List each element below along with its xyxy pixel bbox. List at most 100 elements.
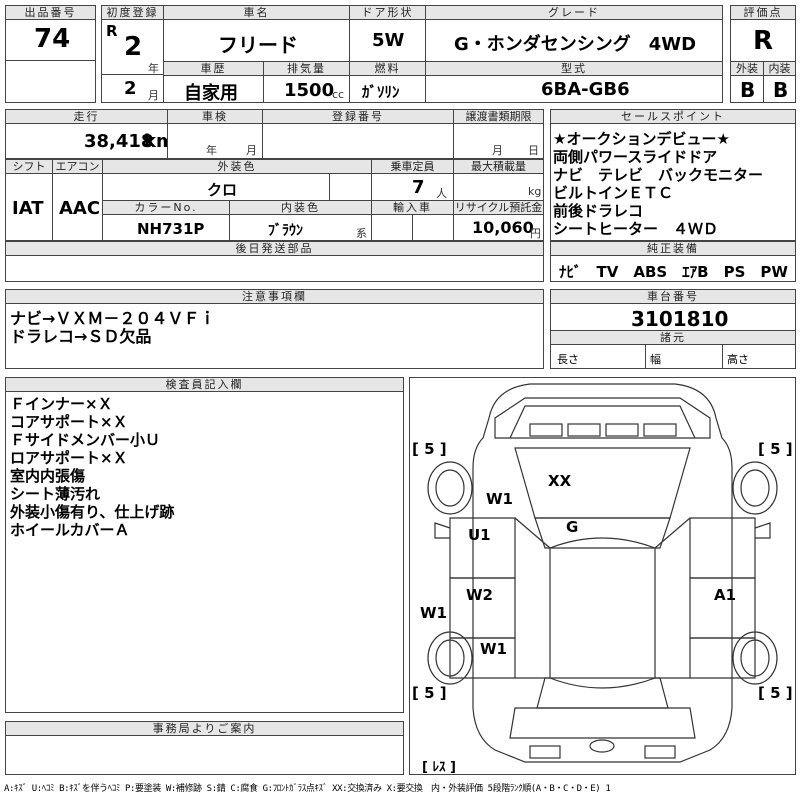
displacement: 1500 cc bbox=[263, 75, 350, 103]
note-line: ナビ→ＶＸＭ－２０４ＶＦｉ bbox=[10, 309, 216, 328]
recycle: 10,060 円 bbox=[453, 214, 544, 241]
specs-label: 諸元 bbox=[550, 330, 796, 345]
later-parts bbox=[5, 255, 544, 282]
later-parts-label: 後日発送部品 bbox=[5, 241, 544, 256]
chassis-label: 車台番号 bbox=[550, 289, 796, 304]
history: 自家用 bbox=[163, 75, 264, 104]
import bbox=[371, 214, 413, 241]
model-label: 型式 bbox=[425, 61, 723, 76]
capacity-label: 乗車定員 bbox=[371, 159, 454, 174]
equipment: ﾅﾋﾞ TV ABS ｴｱB PS PW bbox=[550, 255, 796, 282]
first-reg-year: R 2 年 bbox=[101, 19, 164, 75]
equipment-label: 純正装備 bbox=[550, 241, 796, 256]
car-diagram: [ 5 ] [ 5 ] [ 5 ] [ 5 ] XX G W1 U1 W2 W1… bbox=[409, 377, 796, 775]
damage-w1-top: W1 bbox=[486, 490, 513, 508]
score: R bbox=[730, 19, 796, 62]
reg-no-label: 登録番号 bbox=[262, 109, 454, 124]
displacement-label: 排気量 bbox=[263, 61, 350, 76]
inspector-line: ロアサポート×Ｘ bbox=[10, 449, 128, 467]
inspector-line: コアサポート×Ｘ bbox=[10, 413, 128, 431]
ext-score: B bbox=[730, 75, 764, 103]
selling-point: ★オークションデビュー★ bbox=[553, 130, 730, 148]
fuel: ｶﾞｿﾘﾝ bbox=[349, 75, 426, 103]
int-score-label: 内装 bbox=[763, 61, 796, 76]
office bbox=[5, 735, 404, 775]
tire-fl: [ 5 ] bbox=[412, 440, 447, 458]
inspector-line: 外装小傷有り、仕上げ跡 bbox=[10, 503, 175, 521]
selling-point: ビルトインＥＴＣ bbox=[553, 184, 674, 202]
inspector-line: シート薄汚れ bbox=[10, 485, 101, 503]
selling-points: ★オークションデビュー★ 両側パワースライドドア ナビ テレビ バックモニター … bbox=[550, 123, 796, 241]
damage-u1: U1 bbox=[468, 526, 491, 544]
int-color: ﾌﾞﾗｳﾝ 系 bbox=[229, 214, 372, 241]
first-reg-month: 2 月 bbox=[101, 74, 164, 103]
inspector-line: 室内内張傷 bbox=[10, 467, 86, 485]
chassis: 3101810 bbox=[550, 303, 796, 331]
inspector-notes: Ｆインナー×Ｘ コアサポート×Ｘ Ｆサイドメンバー小Ｕ ロアサポート×Ｘ 室内内… bbox=[5, 391, 404, 713]
tire-rr: [ 5 ] bbox=[758, 684, 793, 702]
ext-color: クロ bbox=[102, 173, 330, 201]
tire-fr: [ 5 ] bbox=[758, 440, 793, 458]
shift-label: シフト bbox=[5, 159, 53, 174]
mileage: 38,418 km bbox=[5, 123, 175, 159]
ext-score-label: 外装 bbox=[730, 61, 764, 76]
score-label: 評価点 bbox=[730, 5, 796, 20]
damage-xx: XX bbox=[548, 472, 572, 490]
selling-point: シートヒーター ４ＷＤ bbox=[553, 220, 719, 238]
ext-color-label: 外装色 bbox=[102, 159, 372, 174]
model: 6BA-GB6 bbox=[425, 75, 723, 103]
selling-point: 両側パワースライドドア bbox=[553, 148, 718, 166]
int-score: B bbox=[763, 75, 796, 103]
inspection-label: 車検 bbox=[167, 109, 263, 124]
spec-length: 長さ bbox=[550, 344, 646, 369]
notes: ナビ→ＶＸＭ－２０４ＶＦｉ ドラレコ→ＳＤ欠品 bbox=[5, 303, 544, 369]
note-line: ドラレコ→ＳＤ欠品 bbox=[10, 327, 152, 346]
tire-rl: [ 5 ] bbox=[412, 684, 447, 702]
legend: A:ｷｽﾞ U:ﾍｺﾐ B:ｷｽﾞを伴うﾍｺﾐ P:要塗装 W:補修跡 S:錆 … bbox=[4, 784, 611, 794]
color-no-label: カラーNo. bbox=[102, 200, 230, 215]
fuel-label: 燃料 bbox=[349, 61, 426, 76]
lot-number: 74 bbox=[5, 19, 96, 61]
doors-label: ドア形状 bbox=[349, 5, 426, 20]
lot-label: 出品番号 bbox=[5, 5, 96, 20]
history-label: 車歴 bbox=[163, 61, 264, 76]
aircon: AAC bbox=[52, 173, 103, 241]
doors: 5W bbox=[349, 19, 426, 62]
spec-width: 幅 bbox=[645, 344, 723, 369]
car-outline-icon bbox=[427, 383, 778, 763]
selling-point: ナビ テレビ バックモニター bbox=[553, 166, 764, 184]
inspector-line: ホイールカバーＡ bbox=[10, 521, 130, 539]
selling-points-label: セールスポイント bbox=[550, 109, 796, 124]
grade-label: グレード bbox=[425, 5, 723, 20]
car-name: フリード bbox=[163, 19, 350, 62]
office-label: 事務局よりご案内 bbox=[5, 721, 404, 736]
transfer: 月 日 bbox=[453, 123, 544, 159]
inspection: 年 月 bbox=[167, 123, 263, 159]
grade: G・ホンダセンシング 4WD bbox=[425, 19, 723, 62]
ext-color-extra bbox=[329, 173, 372, 201]
recycle-label: リサイクル預託金 bbox=[453, 200, 544, 215]
shift: IAT bbox=[5, 173, 53, 241]
damage-a1: A1 bbox=[714, 586, 737, 604]
lot-extra bbox=[5, 60, 96, 103]
max-load: kg bbox=[453, 173, 544, 201]
spare-label: [ ﾚｽ ] bbox=[422, 760, 456, 775]
import-label: 輸入車 bbox=[371, 200, 454, 215]
mileage-label: 走行 bbox=[5, 109, 168, 124]
damage-w1-low: W1 bbox=[480, 640, 507, 658]
import-extra bbox=[412, 214, 454, 241]
color-no: NH731P bbox=[102, 214, 230, 241]
max-load-label: 最大積載量 bbox=[453, 159, 544, 174]
car-name-label: 車名 bbox=[163, 5, 350, 20]
capacity: 7 人 bbox=[371, 173, 454, 201]
first-reg-label: 初度登録 bbox=[101, 5, 164, 20]
damage-g: G bbox=[566, 518, 579, 536]
transfer-label: 譲渡書類期限 bbox=[453, 109, 544, 124]
damage-w2: W2 bbox=[466, 586, 493, 604]
inspector-label: 検査員記入欄 bbox=[5, 377, 404, 392]
selling-point: 前後ドラレコ bbox=[553, 202, 644, 220]
damage-w1-left: W1 bbox=[420, 604, 447, 622]
aircon-label: エアコン bbox=[52, 159, 103, 174]
inspector-line: Ｆサイドメンバー小Ｕ bbox=[10, 431, 161, 449]
reg-no bbox=[262, 123, 454, 159]
